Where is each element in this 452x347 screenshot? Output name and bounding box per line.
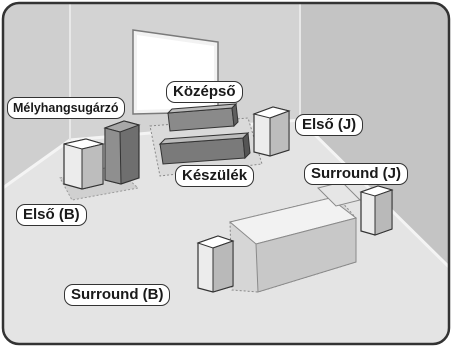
surround-left-speaker xyxy=(196,235,235,293)
sofa xyxy=(228,181,361,293)
right-wall xyxy=(300,3,449,270)
label-surround-left: Surround (B) xyxy=(64,284,171,306)
surround-right-speaker xyxy=(359,185,394,236)
label-front-left: Első (B) xyxy=(16,204,87,226)
label-surround-right: Surround (J) xyxy=(304,163,408,185)
label-subwoofer: Mélyhangsugárzó xyxy=(7,97,125,119)
subwoofer xyxy=(103,120,141,185)
front-right-speaker xyxy=(252,106,291,157)
left-wall xyxy=(3,3,70,190)
label-main-unit: Készülék xyxy=(175,165,255,187)
front-left-speaker xyxy=(63,138,105,190)
main-unit xyxy=(158,131,251,165)
label-center: Középső xyxy=(166,81,243,103)
center-speaker xyxy=(166,102,239,132)
label-front-right: Első (J) xyxy=(295,114,364,136)
